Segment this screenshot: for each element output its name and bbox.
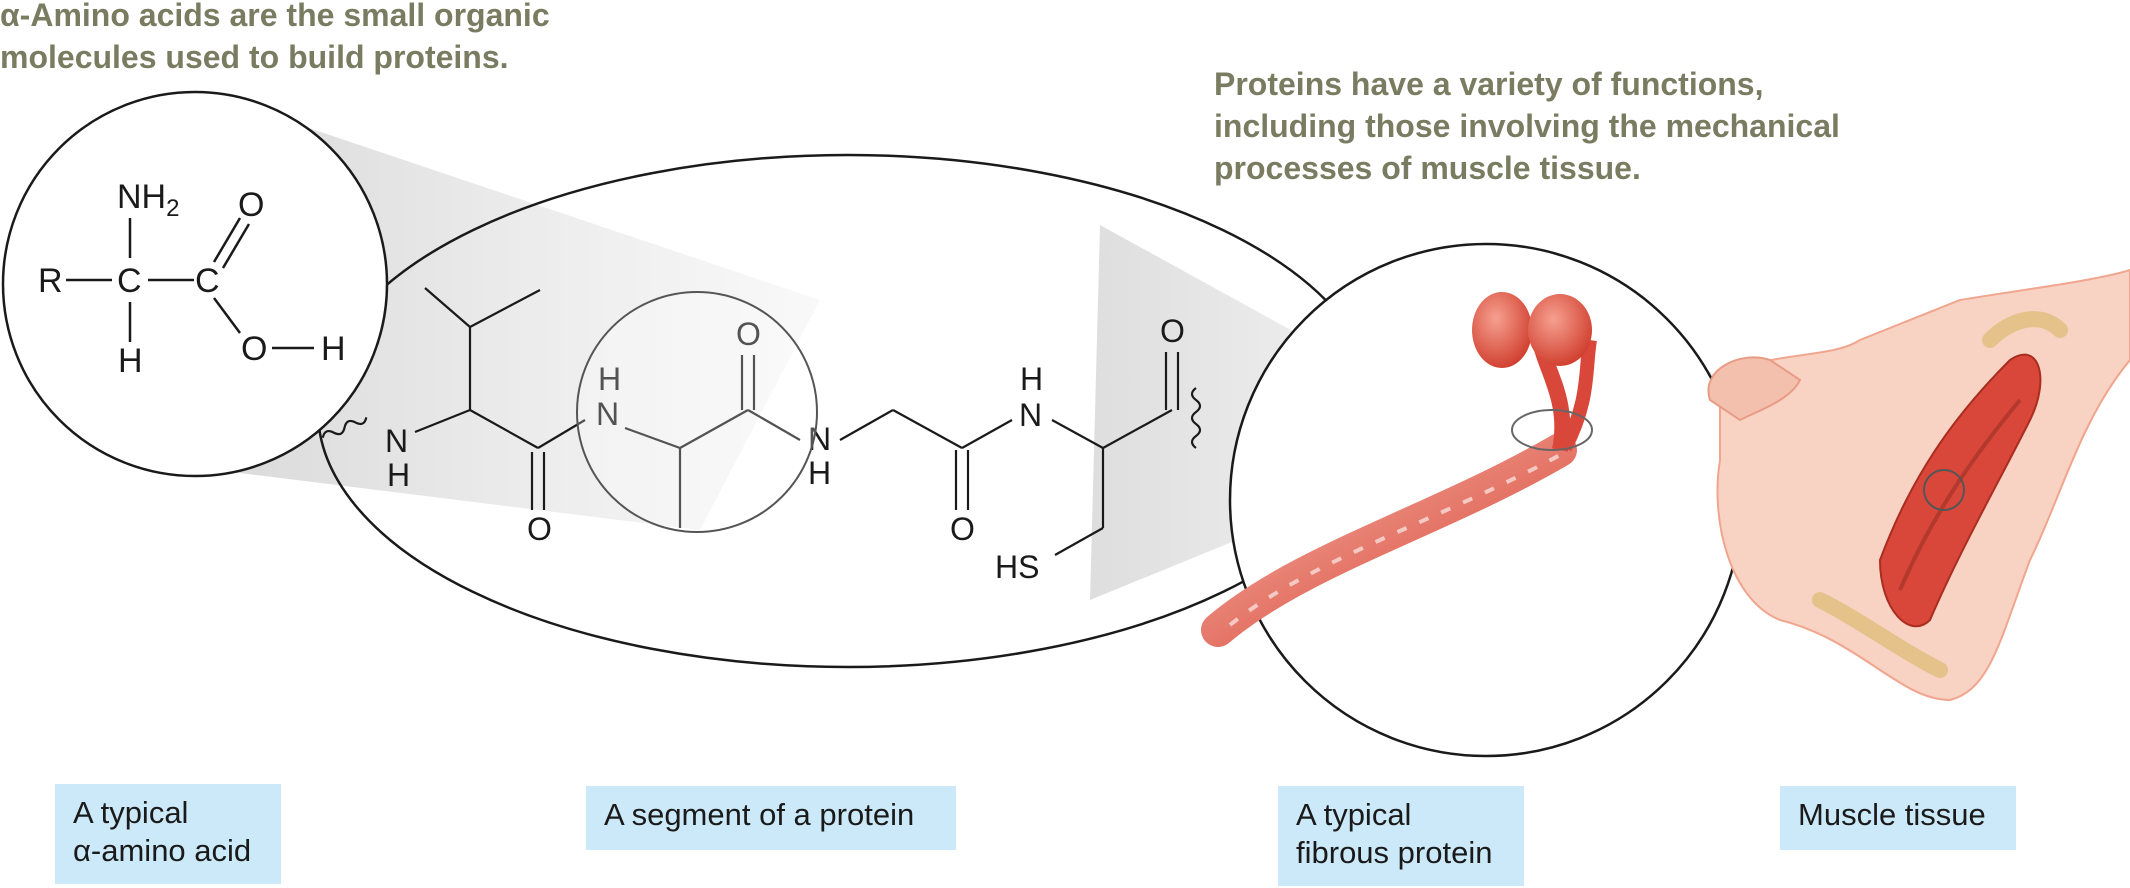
label-amino-acid: A typical α-amino acid <box>55 784 281 884</box>
peptide-h2: H <box>598 361 621 397</box>
label-protein-segment-text: A segment of a protein <box>604 797 915 832</box>
peptide-backbone <box>321 287 1202 556</box>
amino-heading-line2: molecules used to build proteins. <box>0 39 509 75</box>
peptide-o1: O <box>527 511 552 547</box>
label-muscle-text: Muscle tissue <box>1798 797 1986 832</box>
amino-acid-heading: α-Amino acids are the small organic mole… <box>0 0 550 78</box>
peptide-o2: O <box>736 316 761 352</box>
arm-muscle-illustration <box>1707 268 2130 702</box>
amine-label: NH2 <box>117 178 179 222</box>
carbonyl-oxygen-label: O <box>238 186 264 224</box>
peptide-hs: HS <box>995 549 1039 585</box>
hydroxyl-hydrogen-label: H <box>321 330 346 368</box>
peptide-h4: H <box>1020 361 1043 397</box>
label-fibrous-line2: fibrous protein <box>1296 835 1493 870</box>
peptide-n2: N <box>596 396 619 432</box>
protein-heading-line3: processes of muscle tissue. <box>1214 150 1641 186</box>
peptide-o4: O <box>1160 313 1185 349</box>
label-fibrous-protein: A typical fibrous protein <box>1278 786 1524 886</box>
amino-acid-structure <box>66 217 314 350</box>
muscle-zoom-ring <box>1923 469 1965 511</box>
protein-function-heading: Proteins have a variety of functions, in… <box>1214 63 1840 189</box>
carboxyl-carbon-label: C <box>195 262 220 300</box>
r-group-label: R <box>38 262 63 300</box>
fibrous-protein-illustration <box>1201 292 1597 647</box>
peptide-h3: H <box>808 455 831 491</box>
peptide-n1: N <box>385 423 408 459</box>
label-protein-segment: A segment of a protein <box>586 786 956 850</box>
hydroxyl-oxygen-label: O <box>241 330 267 368</box>
residue-magnifier-circle <box>576 291 818 533</box>
peptide-n4: N <box>1019 397 1042 433</box>
fibrous-zoom-ring <box>1511 409 1593 451</box>
peptide-o3: O <box>950 511 975 547</box>
label-fibrous-line1: A typical <box>1296 797 1412 832</box>
protein-heading-line2: including those involving the mechanical <box>1214 108 1840 144</box>
alpha-carbon-label: C <box>117 262 142 300</box>
amino-acid-circle <box>1 90 389 478</box>
amino-heading-line1: α-Amino acids are the small organic <box>0 0 550 33</box>
label-muscle-tissue: Muscle tissue <box>1780 786 2016 850</box>
label-amino-acid-line2: α-amino acid <box>73 833 252 868</box>
peptide-h1: H <box>387 457 410 493</box>
peptide-n3: N <box>808 421 831 457</box>
protein-heading-line1: Proteins have a variety of functions, <box>1214 66 1764 102</box>
alpha-hydrogen-label: H <box>118 342 143 380</box>
label-amino-acid-line1: A typical <box>73 795 189 830</box>
